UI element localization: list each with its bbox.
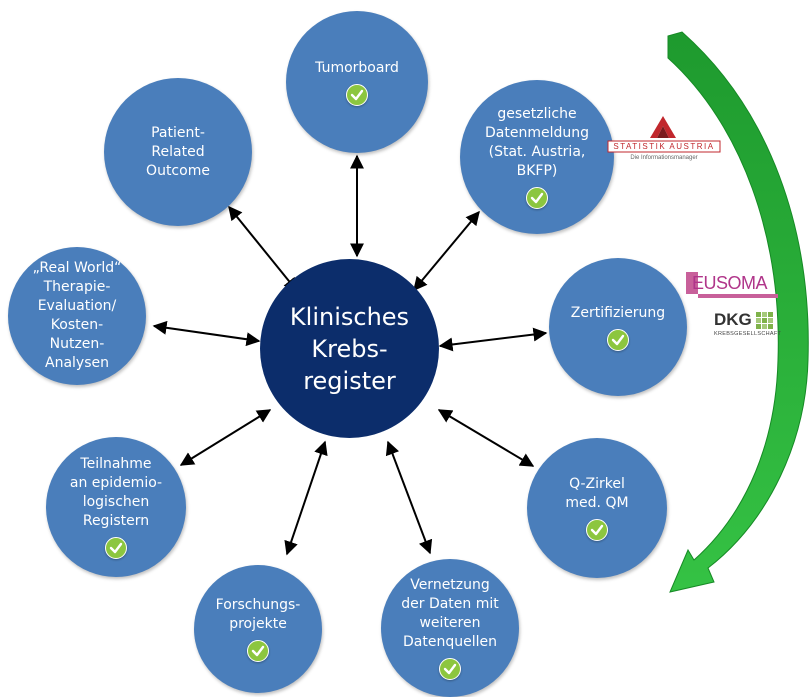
node-patient: Patient- Related Outcome bbox=[104, 78, 252, 226]
node-qzirkel: Q-Zirkel med. QM bbox=[527, 438, 667, 578]
connector-datenmeldung bbox=[413, 210, 480, 292]
checkmark-icon bbox=[346, 83, 368, 106]
eusoma-name: EUSOMA bbox=[692, 273, 768, 293]
node-label-qzirkel: Q-Zirkel med. QM bbox=[565, 476, 629, 511]
node-datenmeldung: gesetzliche Datenmeldung (Stat. Austria,… bbox=[460, 80, 614, 234]
process-flow-arrow bbox=[667, 31, 809, 593]
node-zertifizierung: Zertifizierung bbox=[549, 258, 687, 396]
node-teilnahme: Teilnahme an epidemio- logischen Registe… bbox=[46, 437, 186, 577]
dkg-logo: DKG KREBSGESELLSCHAFT bbox=[714, 310, 806, 338]
node-label-patient: Patient- Related Outcome bbox=[146, 124, 210, 179]
connector-vernetzung bbox=[385, 440, 433, 555]
connector-forschung bbox=[284, 440, 328, 556]
node-label-vernetzung: Vernetzung der Daten mit weiteren Datenq… bbox=[401, 577, 499, 650]
dkg-name: DKG bbox=[714, 310, 752, 329]
node-label-realworld: „Real World“ Therapie- Evaluation/ Koste… bbox=[32, 260, 122, 371]
node-forschung: Forschungs- projekte bbox=[194, 565, 322, 693]
connector-teilnahme bbox=[179, 409, 272, 466]
node-label-datenmeldung: gesetzliche Datenmeldung (Stat. Austria,… bbox=[485, 106, 589, 179]
checkmark-icon bbox=[586, 519, 608, 541]
connector-patient bbox=[228, 205, 298, 293]
node-tumorboard: Tumorboard bbox=[286, 11, 428, 153]
node-label-zertifizierung: Zertifizierung bbox=[570, 304, 666, 321]
checkmark-icon bbox=[607, 328, 629, 351]
node-label-tumorboard: Tumorboard bbox=[315, 59, 399, 76]
dkg-tagline: KREBSGESELLSCHAFT bbox=[714, 331, 782, 337]
checkmark-icon bbox=[105, 537, 127, 559]
node-vernetzung: Vernetzung der Daten mit weiteren Datenq… bbox=[381, 559, 519, 697]
eusoma-logo: EUSOMA bbox=[686, 272, 778, 300]
checkmark-icon bbox=[439, 658, 461, 680]
node-label-forschung: Forschungs- projekte bbox=[215, 597, 301, 632]
statistik-austria-logo: STATISTIK AUSTRIA Die Informationsmanage… bbox=[605, 112, 723, 166]
connector-qzirkel bbox=[437, 409, 535, 467]
checkmark-icon bbox=[526, 187, 548, 209]
node-realworld: „Real World“ Therapie- Evaluation/ Koste… bbox=[8, 247, 146, 385]
statistik-austria-name: STATISTIK AUSTRIA bbox=[613, 142, 715, 151]
statistik-austria-tagline: Die Informationsmanager bbox=[630, 155, 698, 161]
connector-zertifizierung bbox=[438, 327, 548, 352]
center-node-klinisches-krebsregister: Klinisches Krebs- register bbox=[260, 259, 439, 438]
checkmark-icon bbox=[247, 640, 269, 662]
node-label-teilnahme: Teilnahme an epidemio- logischen Registe… bbox=[69, 456, 163, 529]
connector-realworld bbox=[152, 320, 261, 347]
